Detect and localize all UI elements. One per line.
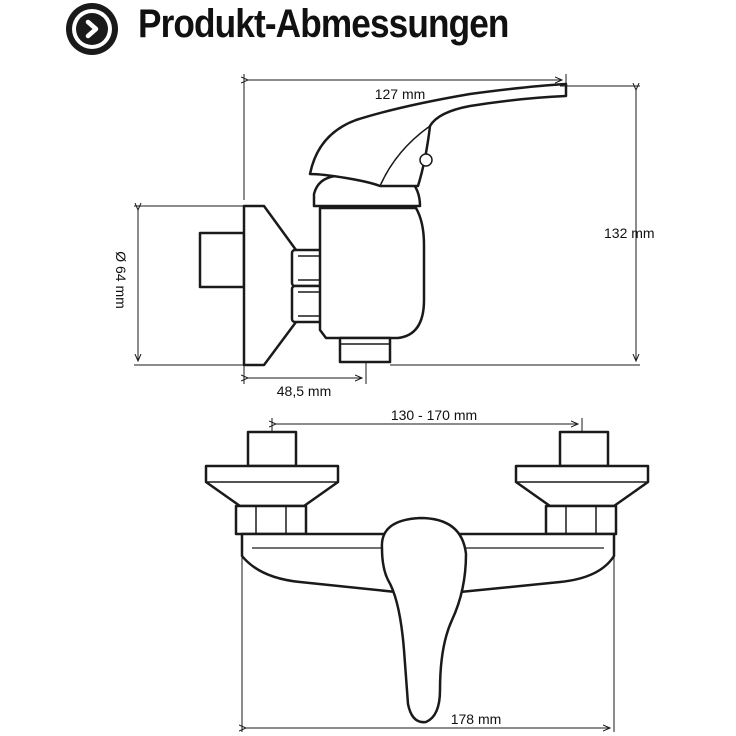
header: Produkt-Abmessungen bbox=[0, 0, 736, 60]
lever-front bbox=[380, 516, 468, 724]
page-title: Produkt-Abmessungen bbox=[138, 2, 509, 46]
lever-handle bbox=[308, 82, 568, 188]
inlet-stub-right bbox=[558, 430, 610, 468]
side-view bbox=[198, 82, 568, 367]
wall-flange bbox=[242, 204, 298, 367]
flange-left bbox=[204, 464, 340, 508]
label-total-width: 178 mm bbox=[451, 711, 502, 727]
label-top-width: 127 mm bbox=[375, 86, 426, 102]
flange-right bbox=[514, 464, 650, 508]
front-view bbox=[204, 430, 650, 724]
label-height: 132 mm bbox=[604, 225, 655, 241]
mixer-body bbox=[318, 206, 426, 340]
inlet-stub bbox=[198, 231, 246, 289]
label-diameter: Ø 64 mm bbox=[113, 251, 129, 309]
chevron-right-icon bbox=[66, 3, 118, 55]
label-spacing: 130 - 170 mm bbox=[391, 407, 477, 423]
label-projection: 48,5 mm bbox=[277, 383, 331, 399]
inlet-stub-left bbox=[246, 430, 298, 468]
outlet-aerator bbox=[338, 336, 392, 364]
front-dimensions bbox=[242, 418, 615, 732]
side-dimensions bbox=[134, 74, 640, 384]
nut-left bbox=[234, 504, 308, 536]
nut-right bbox=[544, 504, 618, 536]
